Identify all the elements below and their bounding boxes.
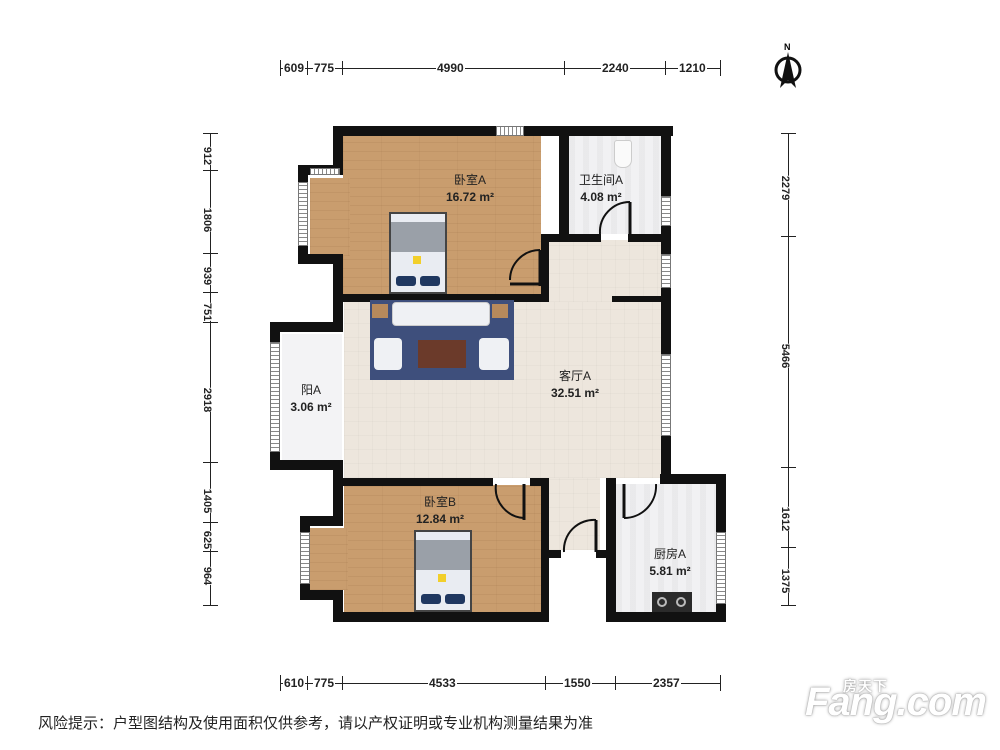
- stove-icon: [652, 592, 692, 612]
- dim-right-1: 5466: [779, 343, 792, 369]
- dim-bottom-3: 1550: [563, 676, 592, 690]
- window: [270, 342, 280, 452]
- logo-cn: 房天下: [843, 678, 888, 694]
- compass: N: [772, 42, 804, 92]
- dim-left-6: 625: [201, 530, 214, 550]
- window: [300, 532, 310, 584]
- dim-bottom-4: 2357: [652, 676, 681, 690]
- window: [661, 196, 671, 226]
- door-bathroom-a[interactable]: [598, 200, 634, 238]
- door-entrance[interactable]: [562, 518, 602, 554]
- dim-left-2: 939: [201, 266, 214, 286]
- dim-left-3: 751: [201, 302, 214, 322]
- dim-top-4: 1210: [678, 61, 707, 75]
- dim-bottom-2: 4533: [428, 676, 457, 690]
- door-bedroom-b[interactable]: [494, 482, 530, 522]
- side-table: [372, 304, 388, 318]
- room-label-bedroom-a: 卧室A 16.72 m²: [445, 173, 495, 204]
- dim-top-1: 775: [313, 61, 336, 75]
- dim-top-2: 4990: [436, 61, 465, 75]
- door-bedroom-a[interactable]: [508, 248, 544, 290]
- fang-logo: 房天下 Fang.com: [805, 678, 987, 725]
- room-label-balcony-a: 阳A 3.06 m²: [290, 383, 332, 414]
- door-kitchen-a[interactable]: [620, 482, 660, 524]
- window: [716, 532, 726, 604]
- compass-label: N: [784, 42, 791, 52]
- window: [310, 168, 340, 175]
- logo-main: Fang.com: [805, 680, 987, 724]
- window: [496, 126, 524, 136]
- kitchen-a-floor: [616, 484, 716, 612]
- bed-icon: [414, 530, 472, 612]
- room-label-bathroom-a: 卫生间A 4.08 m²: [578, 173, 623, 204]
- sofa-icon: [392, 302, 490, 326]
- dim-bottom-0: 610: [283, 676, 306, 690]
- dim-left-7: 964: [201, 566, 214, 586]
- dim-left-1: 1806: [201, 207, 214, 233]
- window: [661, 354, 671, 436]
- room-label-bedroom-b: 卧室B 12.84 m²: [415, 495, 465, 526]
- dim-left-5: 1405: [201, 488, 214, 514]
- coffee-table-icon: [418, 340, 466, 368]
- dim-bottom-1: 775: [313, 676, 336, 690]
- side-table: [492, 304, 508, 318]
- dim-right-3: 1375: [779, 568, 792, 594]
- dim-left-4: 2918: [201, 387, 214, 413]
- bed-icon: [389, 212, 447, 294]
- dim-top-0: 609: [283, 61, 306, 75]
- bathroom-a-floor: [569, 136, 661, 234]
- window: [661, 254, 671, 288]
- toilet-icon: [614, 140, 632, 168]
- armchair-icon: [479, 338, 509, 370]
- risk-disclaimer: 风险提示：户型图结构及使用面积仅供参考，请以产权证明或专业机构测量结果为准: [38, 715, 594, 732]
- dim-top-3: 2240: [601, 61, 630, 75]
- dim-left-0: 912: [201, 146, 214, 166]
- dim-right-0: 2279: [779, 175, 792, 201]
- armchair-icon: [374, 338, 402, 370]
- dim-right-2: 1612: [779, 506, 792, 532]
- room-label-kitchen-a: 厨房A 5.81 m²: [649, 547, 691, 578]
- window: [298, 182, 308, 246]
- room-label-living-room-a: 客厅A 32.51 m²: [550, 369, 600, 400]
- north-arrow-icon: [774, 52, 802, 88]
- balcony-a-floor: [282, 334, 342, 460]
